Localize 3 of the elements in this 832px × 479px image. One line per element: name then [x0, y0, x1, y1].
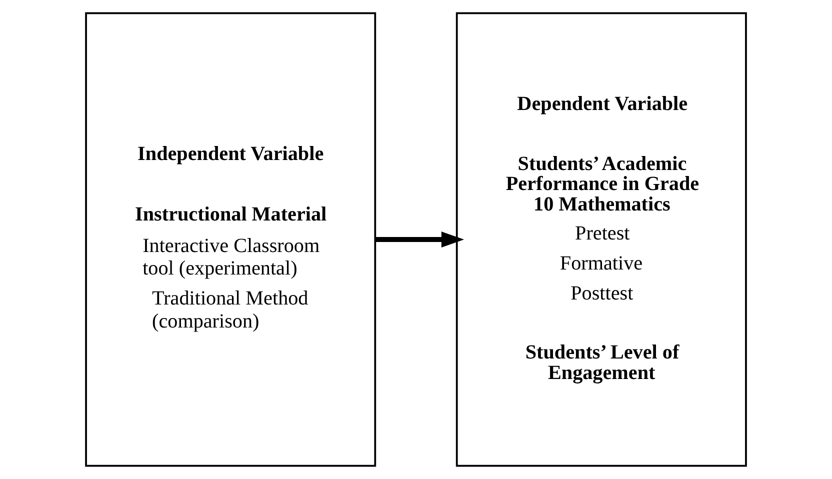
- node-box: Independent Variable Instructional Material Interactive Classroom tool (experimental) Traditional Method (comparison): [85, 12, 376, 467]
- arrow: [375, 232, 464, 248]
- node-box: Dependent Variable Students’ Academic Performance in Grade 10 Mathematics Pretest Formative Posttest Students’ Level of Engagement: [456, 12, 747, 467]
